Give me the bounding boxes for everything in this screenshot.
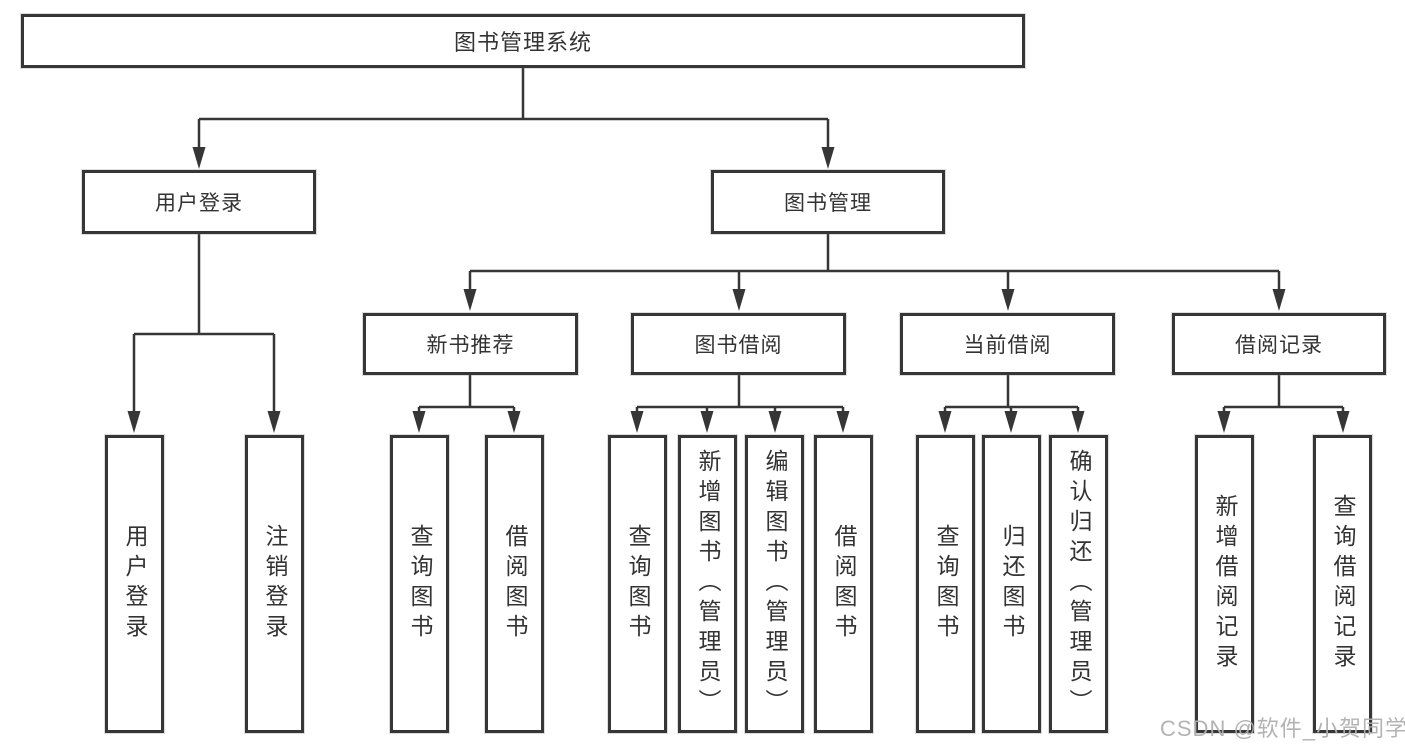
leaf-add-borrow-record: 新增借阅记录 (1195, 435, 1254, 733)
leaf-user-login: 用户登录 (105, 435, 164, 733)
node-root-label: 图书管理系统 (453, 30, 592, 55)
node-borrowing-records: 借阅记录 (1172, 313, 1386, 375)
leaf-query-books-2-label: 查询图书 (625, 524, 651, 644)
leaf-borrow-books-2-label: 借阅图书 (831, 524, 857, 644)
leaf-query-books-3: 查询图书 (916, 435, 975, 733)
leaf-query-borrow-record: 查询借阅记录 (1313, 435, 1372, 733)
leaf-query-books-2: 查询图书 (608, 435, 667, 733)
node-current-borrowing: 当前借阅 (900, 313, 1115, 375)
leaf-query-books-3-label: 查询图书 (933, 524, 959, 644)
leaf-confirm-return-admin: 确认归还（管理员） (1049, 435, 1108, 733)
node-new-book-recommendation-label: 新书推荐 (426, 334, 515, 357)
leaf-add-books-admin-label: 新增图书（管理员） (695, 449, 721, 719)
leaf-return-books: 归还图书 (982, 435, 1041, 733)
node-current-borrowing-label: 当前借阅 (963, 334, 1052, 357)
leaf-query-books-1-label: 查询图书 (407, 524, 433, 644)
node-user-login-branch-label: 用户登录 (155, 192, 243, 215)
leaf-return-books-label: 归还图书 (999, 524, 1025, 644)
leaf-confirm-return-admin-label: 确认归还（管理员） (1066, 449, 1092, 719)
leaf-query-books-1: 查询图书 (390, 435, 449, 733)
node-book-borrowing-label: 图书借阅 (694, 334, 783, 357)
node-user-login-branch: 用户登录 (82, 170, 316, 234)
leaf-borrow-books-1: 借阅图书 (485, 435, 544, 733)
leaf-user-login-label: 用户登录 (122, 524, 148, 644)
leaf-edit-books-admin: 编辑图书（管理员） (745, 435, 804, 733)
node-book-management-branch-label: 图书管理 (784, 192, 872, 215)
node-book-borrowing: 图书借阅 (631, 313, 846, 375)
node-book-management-branch: 图书管理 (711, 170, 945, 234)
leaf-logout: 注销登录 (245, 435, 304, 733)
node-new-book-recommendation: 新书推荐 (363, 313, 578, 375)
leaf-logout-label: 注销登录 (262, 524, 288, 644)
csdn-watermark: CSDN @软件_小贺同学 (1160, 716, 1405, 741)
node-root: 图书管理系统 (21, 14, 1025, 68)
leaf-add-books-admin: 新增图书（管理员） (678, 435, 737, 733)
arrowhead-icons (127, 147, 1350, 433)
node-borrowing-records-label: 借阅记录 (1235, 334, 1323, 357)
leaf-borrow-books-1-label: 借阅图书 (502, 524, 528, 644)
leaf-borrow-books-2: 借阅图书 (814, 435, 873, 733)
leaf-add-borrow-record-label: 新增借阅记录 (1212, 494, 1238, 674)
leaf-edit-books-admin-label: 编辑图书（管理员） (762, 449, 788, 719)
leaf-query-borrow-record-label: 查询借阅记录 (1330, 494, 1356, 674)
